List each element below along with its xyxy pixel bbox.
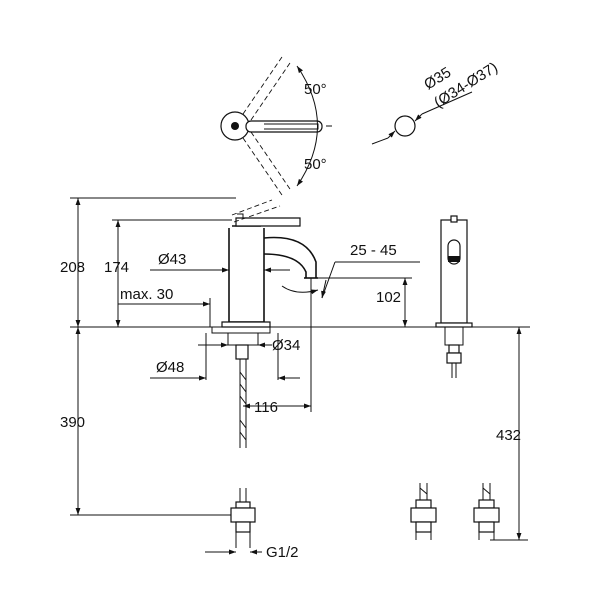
depth-390-label: 390 bbox=[60, 414, 85, 431]
thread-g12-label: G1/2 bbox=[266, 544, 299, 561]
hole-diameter-symbol bbox=[371, 91, 473, 145]
top-view-handle bbox=[220, 56, 323, 196]
reach-116-label: 116 bbox=[254, 399, 278, 416]
hose-connector-front-right bbox=[473, 483, 500, 540]
faucet-front-view bbox=[435, 215, 473, 378]
hose-connector-front-left bbox=[410, 483, 437, 540]
faucet-body bbox=[70, 199, 530, 448]
max-30-label: max. 30 bbox=[120, 286, 173, 303]
range-25-45-label: 25 - 45 bbox=[350, 242, 397, 259]
height-208-label: 208 bbox=[60, 259, 85, 276]
angle-top-label: 50° bbox=[304, 81, 327, 98]
rotation-arc bbox=[296, 65, 332, 187]
dia-34-label: Ø34 bbox=[272, 337, 300, 354]
height-102-label: 102 bbox=[376, 289, 401, 306]
depth-432-label: 432 bbox=[496, 427, 521, 444]
height-174-label: 174 bbox=[104, 259, 129, 276]
hose-connector-side bbox=[230, 488, 256, 548]
dia-48-label: Ø48 bbox=[156, 359, 184, 376]
angle-bottom-label: 50° bbox=[304, 156, 327, 173]
dia-43-label: Ø43 bbox=[158, 251, 186, 268]
